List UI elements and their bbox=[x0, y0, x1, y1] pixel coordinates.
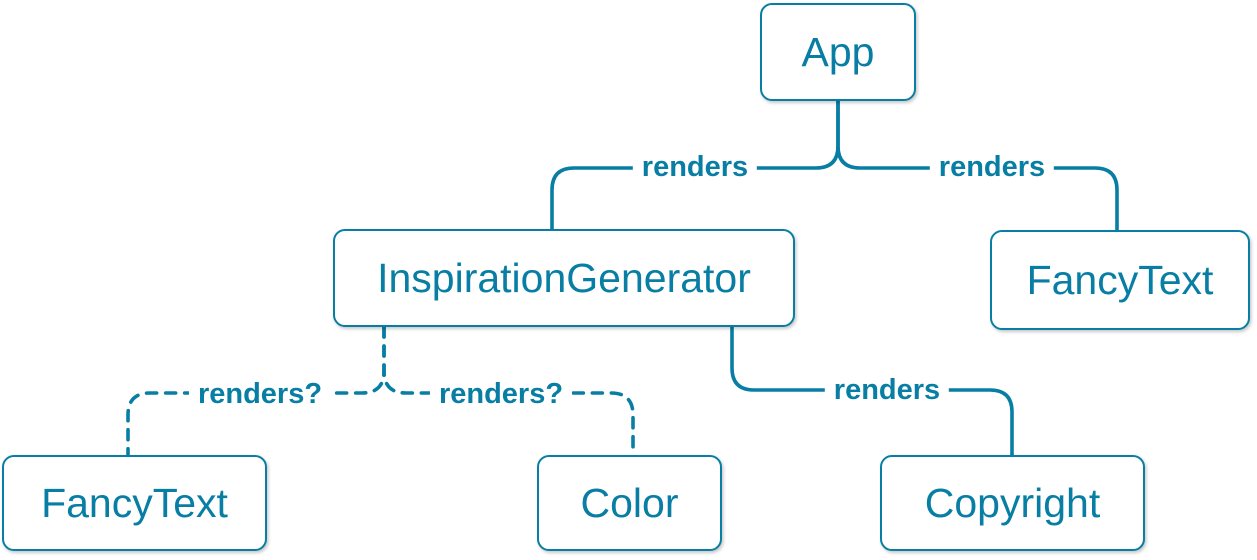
edge-label-renders-question-fancy-text: renders? bbox=[188, 378, 332, 411]
node-fancy-text-top-label: FancyText bbox=[1026, 256, 1214, 303]
edge-label-renders-copyright: renders bbox=[824, 374, 950, 407]
node-copyright: Copyright bbox=[880, 455, 1145, 551]
node-color-label: Color bbox=[580, 479, 679, 526]
node-color: Color bbox=[537, 455, 722, 551]
node-fancy-text-bottom: FancyText bbox=[2, 455, 267, 551]
edge-label-renders-app-fancy-text: renders bbox=[929, 151, 1055, 184]
edge-label-renders-app-inspiration-generator: renders bbox=[632, 151, 758, 184]
edge-label-renders-question-color: renders? bbox=[429, 378, 573, 411]
node-inspiration-generator: InspirationGenerator bbox=[333, 229, 795, 327]
node-fancy-text-bottom-label: FancyText bbox=[41, 479, 228, 526]
node-inspiration-generator-label: InspirationGenerator bbox=[377, 254, 751, 301]
node-app-label: App bbox=[801, 28, 875, 75]
node-copyright-label: Copyright bbox=[924, 479, 1101, 526]
node-app: App bbox=[760, 3, 916, 101]
node-fancy-text-top: FancyText bbox=[990, 230, 1250, 330]
